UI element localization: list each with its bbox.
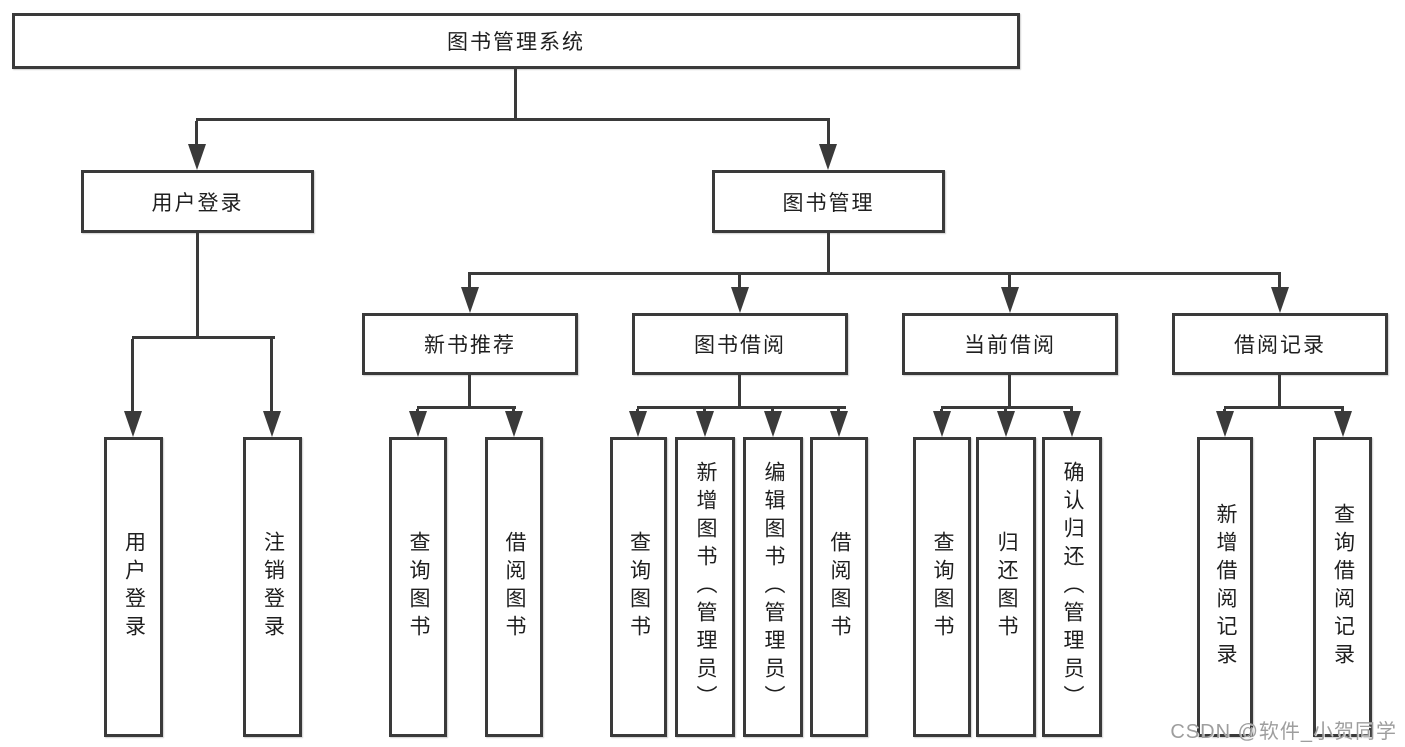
connector-borrow-records-branch: [1224, 406, 1344, 409]
leaf-edit-books-admin: 编辑图书（管理员）: [743, 437, 803, 737]
connector-user-login-branch: [132, 336, 275, 339]
connector-level2-stem: [468, 275, 471, 291]
arrowhead-down-icon: [696, 411, 714, 437]
connector-leaf-stem: [270, 339, 273, 415]
arrowhead-down-icon: [997, 411, 1015, 437]
arrowhead-down-icon: [505, 411, 523, 437]
arrowhead-down-icon: [629, 411, 647, 437]
arrowhead-down-icon: [188, 144, 206, 170]
csdn-watermark: CSDN @软件_小贺同学: [1170, 721, 1397, 743]
leaf-logout: 注销登录: [243, 437, 302, 737]
arrowhead-down-icon: [1063, 411, 1081, 437]
connector-root-stub: [514, 69, 517, 121]
leaf-query-books-current: 查询图书: [913, 437, 971, 737]
connector-user-login-down: [196, 233, 199, 339]
connector-borrow-records-down: [1278, 375, 1281, 409]
node-book-borrow: 图书借阅: [632, 313, 848, 375]
arrowhead-down-icon: [1271, 287, 1289, 313]
node-new-book-recommend: 新书推荐: [362, 313, 578, 375]
connector-book-management-down: [827, 233, 830, 275]
node-book-management: 图书管理: [712, 170, 945, 233]
arrowhead-down-icon: [409, 411, 427, 437]
connector-book-borrow-branch: [637, 406, 846, 409]
arrowhead-down-icon: [124, 411, 142, 437]
node-library-management-system: 图书管理系统: [12, 13, 1020, 69]
arrowhead-down-icon: [764, 411, 782, 437]
arrowhead-down-icon: [1216, 411, 1234, 437]
node-current-borrow: 当前借阅: [902, 313, 1118, 375]
connector-current-borrow-down: [1008, 375, 1011, 409]
connector-level2-branch: [468, 272, 1281, 275]
leaf-return-books: 归还图书: [976, 437, 1036, 737]
connector-leaf-stem: [131, 339, 134, 415]
connector-new-book-down: [468, 375, 471, 409]
arrowhead-down-icon: [933, 411, 951, 437]
node-user-login: 用户登录: [81, 170, 314, 233]
leaf-confirm-return-admin: 确认归还（管理员）: [1042, 437, 1102, 737]
connector-level2-stem: [738, 275, 741, 291]
arrowhead-down-icon: [1334, 411, 1352, 437]
leaf-query-books-borrow: 查询图书: [610, 437, 667, 737]
arrowhead-down-icon: [830, 411, 848, 437]
leaf-add-borrow-record: 新增借阅记录: [1197, 437, 1253, 737]
arrowhead-down-icon: [461, 287, 479, 313]
connector-root-branch: [196, 118, 830, 121]
node-borrow-records: 借阅记录: [1172, 313, 1388, 375]
connector-level2-stem: [1008, 275, 1011, 291]
connector-book-management-stem: [827, 121, 830, 148]
connector-level2-stem: [1278, 275, 1281, 291]
connector-book-borrow-down: [738, 375, 741, 409]
leaf-add-books-admin: 新增图书（管理员）: [675, 437, 735, 737]
connector-new-book-branch: [417, 406, 516, 409]
arrowhead-down-icon: [819, 144, 837, 170]
connector-user-login-stem: [195, 121, 198, 148]
leaf-user-login: 用户登录: [104, 437, 163, 737]
leaf-query-books-recommend: 查询图书: [389, 437, 447, 737]
leaf-borrow-books: 借阅图书: [810, 437, 868, 737]
leaf-borrow-books-recommend: 借阅图书: [485, 437, 543, 737]
arrowhead-down-icon: [1001, 287, 1019, 313]
leaf-query-borrow-record: 查询借阅记录: [1313, 437, 1372, 737]
arrowhead-down-icon: [263, 411, 281, 437]
arrowhead-down-icon: [731, 287, 749, 313]
connector-current-borrow-branch: [941, 406, 1073, 409]
